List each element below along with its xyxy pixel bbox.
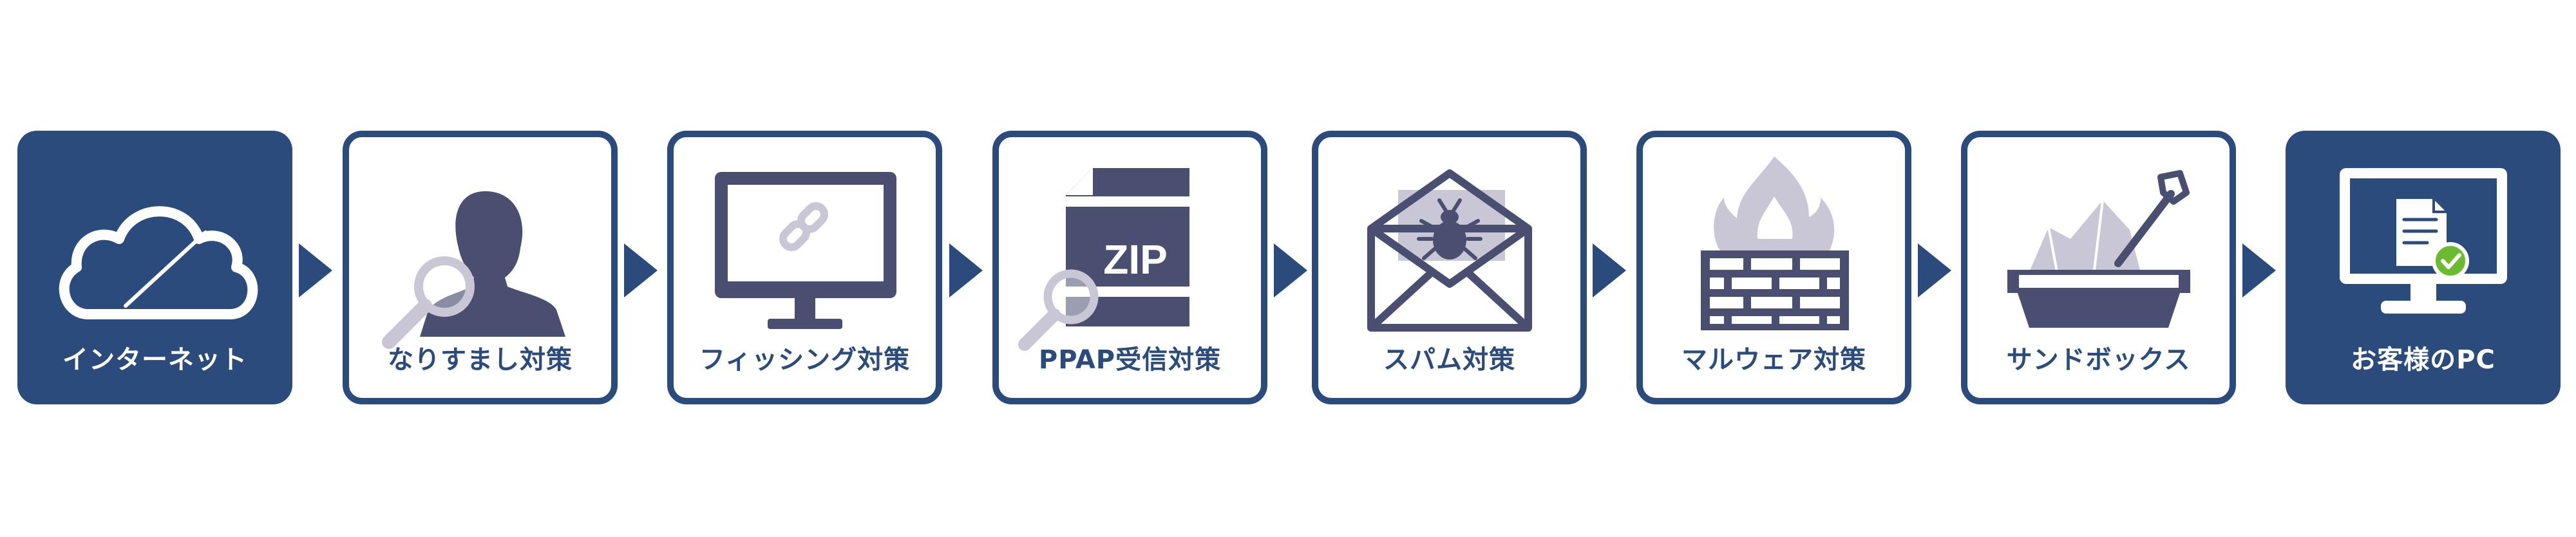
arrow-right-icon xyxy=(1918,243,1951,297)
cloud-icon xyxy=(59,206,258,319)
step-phishing: フィッシング対策 xyxy=(667,131,942,404)
step-label-spam: スパム対策 xyxy=(1383,345,1515,375)
step-sandbox: サンドボックス xyxy=(1961,131,2236,404)
zip-text: ZIP xyxy=(1103,236,1168,283)
firewall-icon xyxy=(1701,156,1849,330)
step-label-phishing: フィッシング対策 xyxy=(699,345,911,375)
step-spam: スパム対策 xyxy=(1312,131,1587,404)
step-label-malware: マルウェア対策 xyxy=(1681,345,1866,375)
step-internet: インターネット xyxy=(17,131,292,404)
step-spoofing: なりすまし対策 xyxy=(343,131,618,404)
person-magnifier-icon xyxy=(382,191,565,349)
sandbox-shovel-icon xyxy=(2007,170,2190,328)
monitor-link-icon xyxy=(715,172,896,329)
step-label-customer-pc: お客様のPC xyxy=(2351,345,2496,375)
step-label-internet: インターネット xyxy=(62,345,247,375)
arrow-right-icon xyxy=(1593,243,1626,297)
step-label-ppap: PPAP受信対策 xyxy=(1038,345,1222,375)
arrow-right-icon xyxy=(1274,243,1307,297)
step-customer-pc: お客様のPC xyxy=(2286,131,2561,404)
step-malware: マルウェア対策 xyxy=(1636,131,1911,404)
arrow-right-icon xyxy=(299,243,332,297)
envelope-bug-icon xyxy=(1367,169,1532,332)
pc-check-icon xyxy=(2340,168,2507,314)
arrow-right-icon xyxy=(624,243,658,297)
zip-file-magnifier-icon: ZIP xyxy=(1018,168,1189,351)
step-label-sandbox: サンドボックス xyxy=(2006,345,2191,375)
step-ppap: ZIP PPAP受信対策 xyxy=(992,131,1267,404)
arrow-right-icon xyxy=(2242,243,2276,297)
arrow-right-icon xyxy=(949,243,983,297)
step-label-spoofing: なりすまし対策 xyxy=(388,345,573,375)
